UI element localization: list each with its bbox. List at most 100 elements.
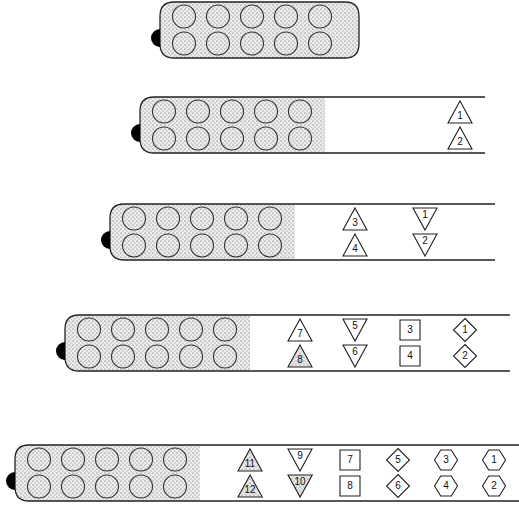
bead-circle [123,207,146,230]
end-cap [151,29,160,47]
callout-number: 2 [422,236,428,246]
tube-outline [65,315,510,371]
diamond-marker-path [387,449,410,472]
bead-circle [180,318,203,341]
bead-circle [275,32,298,55]
bead-circle [191,207,214,230]
hexagon-marker: 2 [482,475,506,497]
inverted-triangle-marker-path [413,234,437,256]
bead-circle [112,318,135,341]
triangle-marker: 1 [447,100,473,124]
inverted-triangle-marker: 9 [287,448,313,472]
inverted-triangle-marker-path [343,345,367,367]
hexagon-marker-path [435,450,458,470]
callout-number: 4 [407,351,413,361]
callout-number: 4 [352,244,358,254]
bead-circle [221,127,244,150]
tube [131,97,485,153]
callout-number: 2 [491,481,497,491]
square-marker: 4 [399,345,421,367]
hexagon-marker: 1 [482,449,506,471]
bead-circle [96,475,119,498]
tube [151,2,359,58]
callout-number: 7 [297,329,303,339]
callout-number: 6 [395,481,401,491]
callout-number: 11 [245,459,255,469]
tube [56,315,510,371]
inverted-triangle-marker: 6 [342,344,368,368]
triangle-marker-path [448,101,472,123]
hexagon-marker-path [483,450,506,470]
hexagon-marker-path [483,476,506,496]
callout-number: 3 [352,218,358,228]
bead-circle [62,475,85,498]
bead-circle [255,127,278,150]
callout-number: 1 [491,455,497,465]
square-marker: 8 [339,475,361,497]
bead-circle [180,345,203,368]
callout-number: 6 [352,347,358,357]
square-marker-path [340,476,360,496]
triangle-marker-path [288,345,312,367]
tube-outline [140,97,485,153]
inverted-triangle-marker-path [413,208,437,230]
bead-circle [62,448,85,471]
inverted-triangle-marker: 2 [412,233,438,257]
triangle-marker: 3 [342,207,368,231]
bead-circle [187,100,210,123]
bead-circle [207,5,230,28]
triangle-marker: 4 [342,233,368,257]
callout-number: 7 [347,455,353,465]
square-marker-path [400,320,420,340]
bead-circle [225,207,248,230]
filled-section [15,445,200,501]
bead-circle [214,318,237,341]
hexagon-marker: 4 [434,475,458,497]
diamond-marker: 5 [386,448,410,472]
callout-number: 8 [347,481,353,491]
callout-number: 1 [462,325,468,335]
diamond-marker-path [454,345,477,368]
callout-number: 2 [457,137,463,147]
bead-circle [221,100,244,123]
callout-number: 1 [457,111,463,121]
diamond-marker: 6 [386,474,410,498]
bead-circle [191,234,214,257]
square-marker-path [340,450,360,470]
triangle-marker-path [238,475,262,497]
callout-number: 3 [407,325,413,335]
bead-circle [164,475,187,498]
end-cap [6,472,15,490]
tube-outline [15,445,519,501]
bead-circle [275,5,298,28]
bead-circle [164,448,187,471]
tube-outline [160,2,359,58]
bead-circle [289,100,312,123]
callout-number: 10 [294,477,305,487]
callout-number: 9 [297,451,303,461]
bead-circle [157,207,180,230]
bead-circle [112,345,135,368]
bead-circle [214,345,237,368]
bead-circle [207,32,230,55]
inverted-triangle-marker: 10 [287,474,313,498]
bead-circle [289,127,312,150]
inverted-triangle-marker-path [343,319,367,341]
tube-outline [110,204,495,260]
diamond-marker: 1 [453,318,477,342]
triangle-marker-path [448,127,472,149]
filled-section [110,204,295,260]
bead-circle [241,32,264,55]
bead-circle [123,234,146,257]
callout-number: 5 [352,321,358,331]
square-marker: 3 [399,319,421,341]
bead-circle [225,234,248,257]
bead-circle [241,5,264,28]
hexagon-marker-path [435,476,458,496]
diamond-marker: 2 [453,344,477,368]
inverted-triangle-marker-path [288,449,312,471]
bead-circle [130,448,153,471]
triangle-marker-path [288,319,312,341]
callout-number: 3 [443,455,449,465]
